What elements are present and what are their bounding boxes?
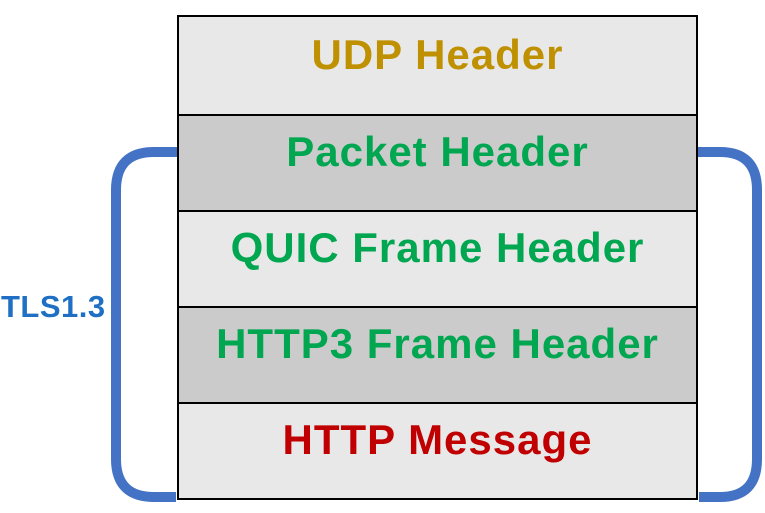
layer-http-message-label: HTTP Message xyxy=(282,416,593,463)
layer-udp-header: UDP Header xyxy=(179,17,696,114)
tls-annotation-label: TLS1.3 xyxy=(1,289,106,324)
layer-http3-frame-header-label: HTTP3 Frame Header xyxy=(216,320,659,367)
tls-scope-bracket-right xyxy=(698,147,762,502)
layer-http-message: HTTP Message xyxy=(179,402,696,498)
layer-packet-header-label: Packet Header xyxy=(286,128,589,175)
layer-packet-header: Packet Header xyxy=(179,114,696,210)
protocol-stack: UDP Header Packet Header QUIC Frame Head… xyxy=(177,15,698,500)
layer-quic-frame-header-label: QUIC Frame Header xyxy=(230,224,645,271)
tls-scope-bracket-left xyxy=(111,147,177,502)
layer-udp-header-label: UDP Header xyxy=(311,30,564,78)
layer-quic-frame-header: QUIC Frame Header xyxy=(179,210,696,306)
layer-http3-frame-header: HTTP3 Frame Header xyxy=(179,306,696,402)
